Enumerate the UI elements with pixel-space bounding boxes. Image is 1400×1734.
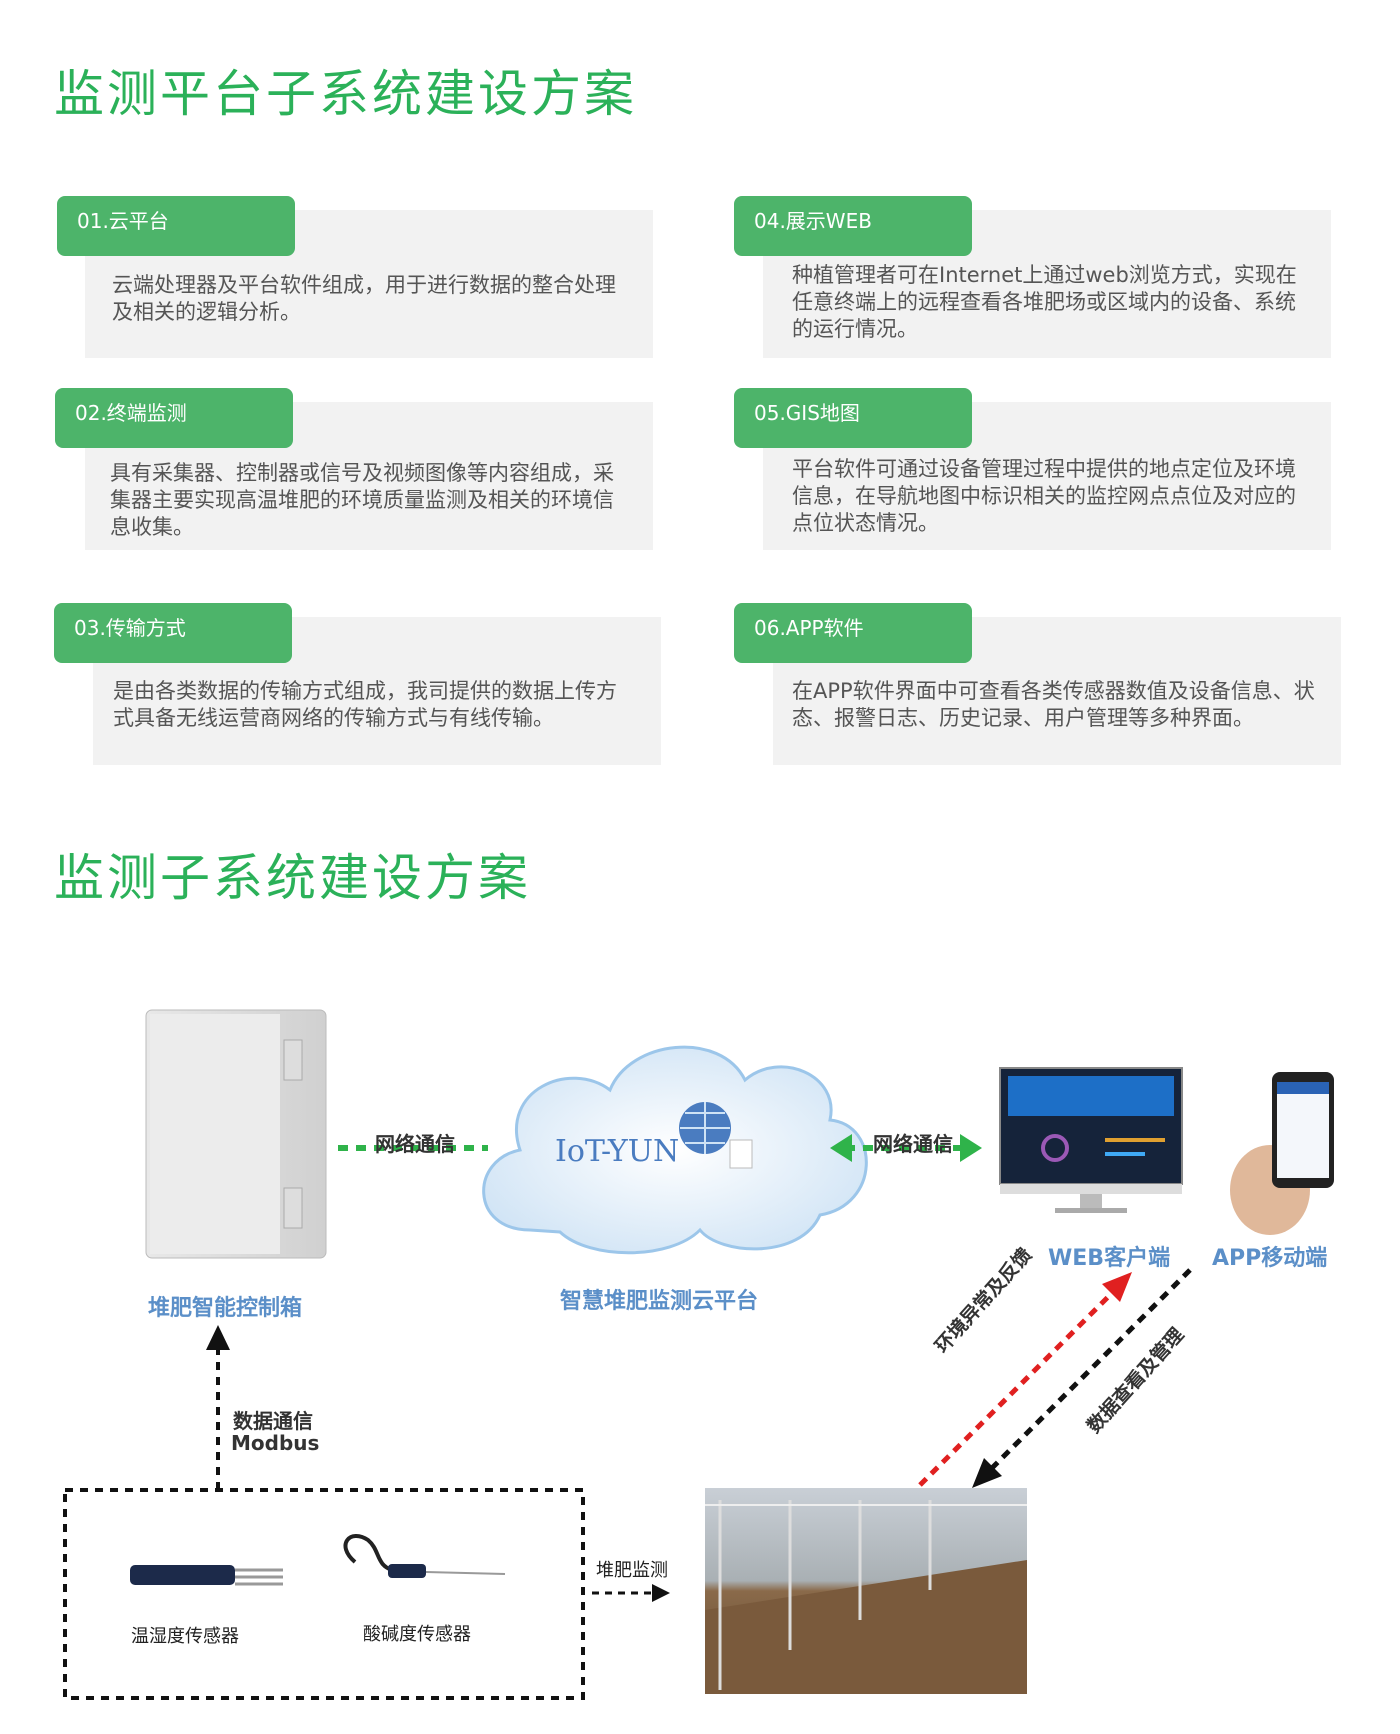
card-tab-2: 02.终端监测 — [55, 388, 293, 448]
card-tab-1: 01.云平台 — [57, 196, 295, 256]
sensor-group-box — [63, 1488, 585, 1700]
network-arrow-right-head-left — [830, 1134, 852, 1162]
ph-sensor-label: 酸碱度传感器 — [363, 1624, 471, 1645]
cloud-image — [482, 1045, 868, 1255]
web-client-label: WEB客户端 — [1048, 1246, 1171, 1271]
app-mobile-label: APP移动端 — [1212, 1246, 1328, 1271]
network-arrow-right-head-right — [960, 1134, 982, 1162]
cloud-platform-label: 智慧堆肥监测云平台 — [560, 1289, 759, 1314]
card-text-5: 平台软件可通过设备管理过程中提供的地点定位及环境信息，在导航地图中标识相关的监控… — [792, 457, 1296, 535]
ph-sensor-image — [343, 1533, 506, 1578]
section1-title: 监测平台子系统建设方案 — [54, 65, 637, 123]
app-phone-image — [1230, 1072, 1334, 1235]
card-tab-3: 03.传输方式 — [54, 603, 292, 663]
card-text-2: 具有采集器、控制器或信号及视频图像等内容组成，采集器主要实现高温堆肥的环境质量监… — [110, 461, 614, 539]
temp-humidity-sensor-label: 温湿度传感器 — [131, 1626, 239, 1647]
modbus-label: Modbus — [231, 1431, 320, 1455]
cloud-brand-text: IoT-YUN — [555, 1134, 680, 1169]
card-tab-6: 06.APP软件 — [734, 603, 972, 663]
control-box-label: 堆肥智能控制箱 — [148, 1296, 303, 1321]
greenhouse-image — [705, 1488, 1027, 1694]
network-label-right: 网络通信 — [873, 1132, 953, 1156]
card-tab-5: 05.GIS地图 — [734, 388, 972, 448]
card-text-1: 云端处理器及平台软件组成，用于进行数据的整合处理及相关的逻辑分析。 — [112, 273, 616, 324]
compost-monitor-label: 堆肥监测 — [596, 1560, 668, 1581]
web-monitor-image — [999, 1067, 1183, 1213]
card-text-6: 在APP软件界面中可查看各类传感器数值及设备信息、状态、报警日志、历史记录、用户… — [792, 679, 1315, 730]
network-label-left: 网络通信 — [375, 1132, 455, 1156]
card-text-4: 种植管理者可在Internet上通过web浏览方式，实现在任意终端上的远程查看各… — [792, 263, 1297, 341]
env-feedback-arrow — [918, 1288, 1117, 1487]
control-box-image — [145, 1009, 327, 1259]
card-text-3: 是由各类数据的传输方式组成，我司提供的数据上传方式具备无线运营商网络的传输方式与… — [113, 679, 617, 730]
card-tab-4: 04.展示WEB — [734, 196, 972, 256]
section2-title: 监测子系统建设方案 — [54, 849, 531, 907]
data-comm-label: 数据通信 — [233, 1409, 313, 1433]
temp-humidity-sensor-image — [130, 1565, 283, 1586]
